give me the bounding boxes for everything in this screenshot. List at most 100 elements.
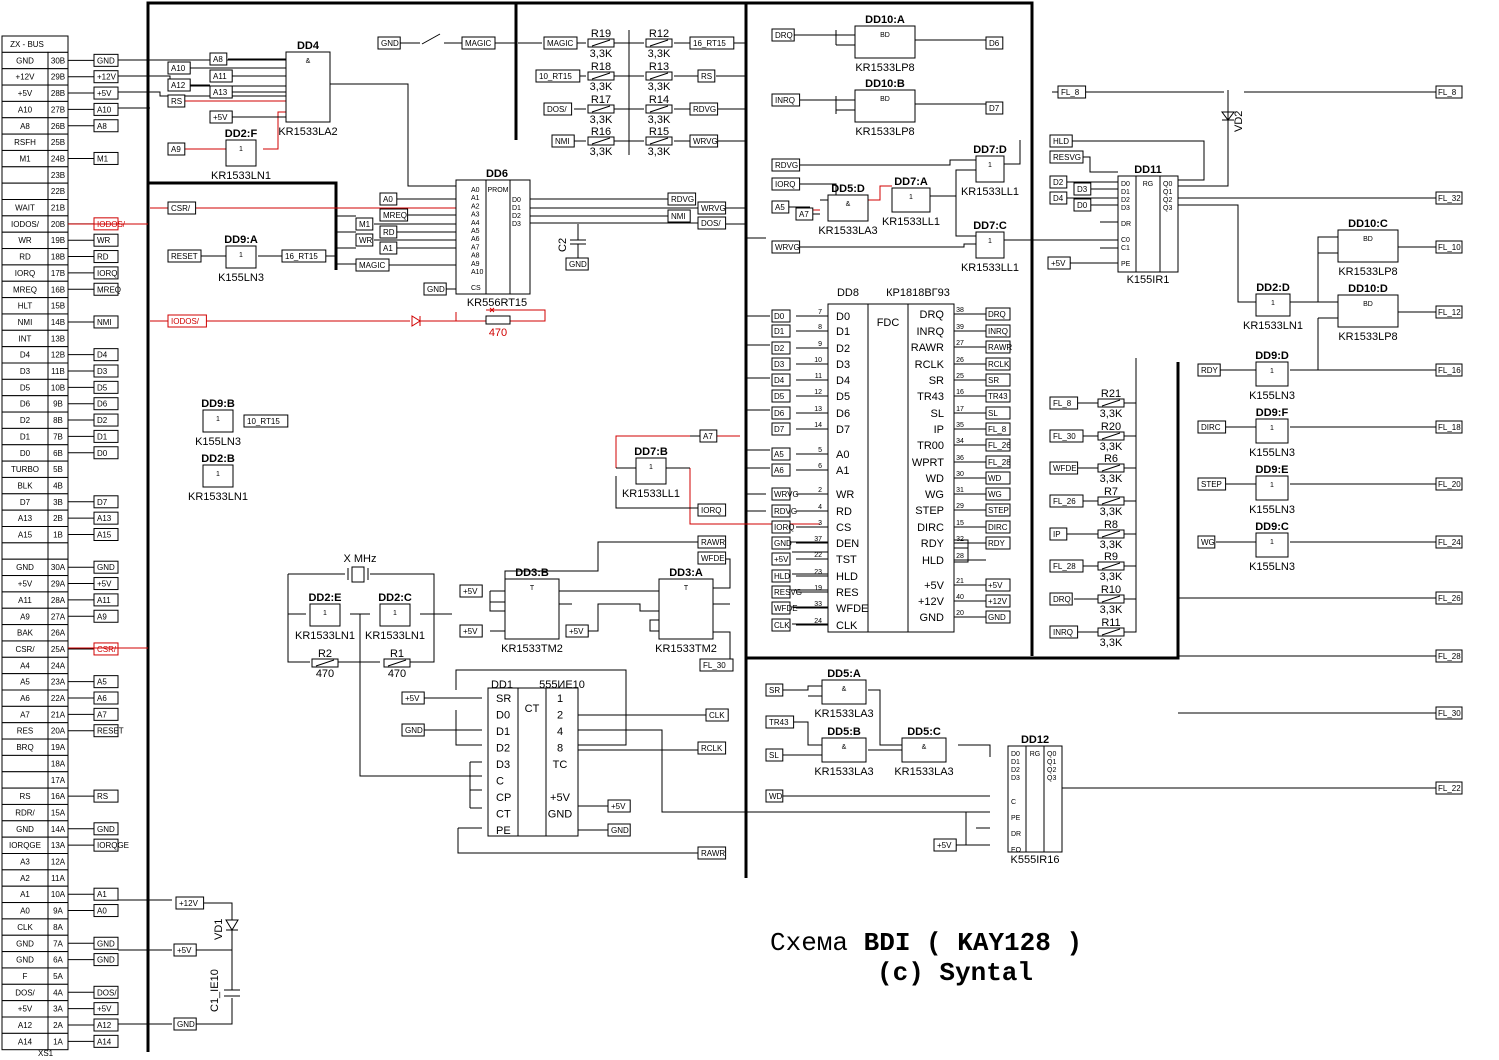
fdc-pin-name: HLD xyxy=(836,571,858,583)
wiring xyxy=(118,30,1436,1025)
net-tag xyxy=(167,94,186,108)
fdc-pin-name: D1 xyxy=(836,326,850,338)
connector-pin-name: RS xyxy=(19,792,30,801)
chip-pin-name: C xyxy=(496,776,504,788)
chip-label: DD10:B xyxy=(865,78,905,90)
chip-symbol: 1 xyxy=(216,416,220,423)
net-tag xyxy=(355,258,390,272)
net-tag xyxy=(1049,150,1084,164)
fdc-pin-number: 11 xyxy=(815,373,822,380)
resistor-value: 3,3K xyxy=(648,114,671,126)
connector-net-tag xyxy=(93,953,119,967)
fdc-net-tag: D0 xyxy=(774,312,785,321)
connector-net-label: IORQ xyxy=(97,269,117,278)
connector-pin-name: D6 xyxy=(20,400,31,409)
connector-net-tag xyxy=(93,446,119,460)
connector-net-tag xyxy=(93,380,119,394)
net-tag-label: 10_RT15 xyxy=(247,417,280,426)
fdc-pin-number: 35 xyxy=(956,422,964,429)
connector-net-label: IORQGE xyxy=(97,841,129,850)
resistor-value: 3,3K xyxy=(1100,473,1123,485)
connector-pin-number: 6B xyxy=(53,449,63,458)
fdc-net-tag: A6 xyxy=(774,466,784,475)
chip-pin-name: D2 xyxy=(1121,197,1130,204)
connector-net-label: +5V xyxy=(97,89,112,98)
resistor-value: 3,3K xyxy=(648,48,671,60)
connector-pin-number: 27A xyxy=(51,612,66,621)
connector-net-tag xyxy=(93,413,119,427)
chip-pin-name: CT xyxy=(496,809,511,821)
net-tag xyxy=(379,225,398,239)
connector-pin-number: 23B xyxy=(51,171,65,180)
chip-label: DD2:C xyxy=(378,592,412,604)
fdc-pin-name: GND xyxy=(920,612,945,624)
net-tag xyxy=(771,240,801,254)
chip-symbol: 1 xyxy=(1271,300,1275,307)
fdc-pin-name: WPRT xyxy=(912,457,944,469)
net-tag-label: D7 xyxy=(989,104,1000,113)
fdc-net-tag: FL_8 xyxy=(988,425,1007,434)
chip-pin-name: A8 xyxy=(471,253,480,260)
net-tag-label: GND xyxy=(381,39,399,48)
connector-pin-number: 22B xyxy=(51,187,65,196)
chip-pin-name: DR xyxy=(1121,221,1131,228)
chip-label: DD5:C xyxy=(907,726,941,738)
resistor-value: 3,3K xyxy=(1100,408,1123,420)
net-tag-label: +5V xyxy=(1051,259,1066,268)
net-tag xyxy=(1073,198,1092,212)
chip-part-number: KR1533LL1 xyxy=(882,216,940,228)
net-tag-label: RESVG xyxy=(1053,153,1081,162)
connector-pin-name: GND xyxy=(16,956,34,965)
floppy-output-tag xyxy=(1435,240,1463,254)
passive-symbols xyxy=(224,111,1235,997)
resistor-value: 3,3K xyxy=(590,48,613,60)
net-tag-label: GND xyxy=(569,260,587,269)
fdc-net-tag: WG xyxy=(988,490,1002,499)
chip-body xyxy=(854,89,916,123)
connector-net-label: D4 xyxy=(97,351,108,360)
chip-label: DD6 xyxy=(486,168,508,180)
net-tag xyxy=(243,414,289,428)
fdc-pin-name: RCLK xyxy=(915,359,945,371)
floppy-output-label: FL_26 xyxy=(1438,594,1461,603)
fdc-pin-number: 7 xyxy=(818,309,822,316)
chip-symbol: 1 xyxy=(909,194,913,201)
net-tag xyxy=(1049,625,1079,639)
chip-part-number: K155LN3 xyxy=(1249,504,1295,516)
fdc-pin-name: STEP xyxy=(915,505,944,517)
connector-name-cell xyxy=(1,542,49,560)
connector-pin-number: 17B xyxy=(51,269,65,278)
connector-pin-number: 3B xyxy=(53,498,63,507)
net-tag xyxy=(985,36,1004,50)
chip-part-number: KR1533LL1 xyxy=(961,262,1019,274)
connector-net-tag xyxy=(93,315,119,329)
chip-pin-name: PE xyxy=(496,825,511,837)
diode-vd2-ref: VD2 xyxy=(1233,111,1245,132)
net-tag-label: +5V xyxy=(937,841,952,850)
chip-pin-name: Q0 xyxy=(1047,751,1056,758)
chip-type: FDC xyxy=(877,317,900,329)
connector-pin-name: IORQ xyxy=(15,269,35,278)
chip-label: DD9:A xyxy=(224,234,258,246)
connector-pin-name: A10 xyxy=(18,105,33,114)
connector-net-tag xyxy=(93,642,119,656)
connector-pin-name: A11 xyxy=(18,596,32,605)
chip-pin-name: D0 xyxy=(496,710,510,722)
chip-part-number: K555IR16 xyxy=(1011,854,1060,866)
connector-pin-name: RD xyxy=(19,253,31,262)
connector-pin-name: A7 xyxy=(20,710,30,719)
chip-part-number: K155LN3 xyxy=(218,272,264,284)
net-tag xyxy=(933,838,957,852)
net-tag-label: D4 xyxy=(1053,194,1064,203)
net-tag xyxy=(697,741,727,755)
connector-net-label: A1 xyxy=(97,890,107,899)
connector-pin-number: 5A xyxy=(53,972,63,981)
connector-pin-name: IORQGE xyxy=(9,841,41,850)
